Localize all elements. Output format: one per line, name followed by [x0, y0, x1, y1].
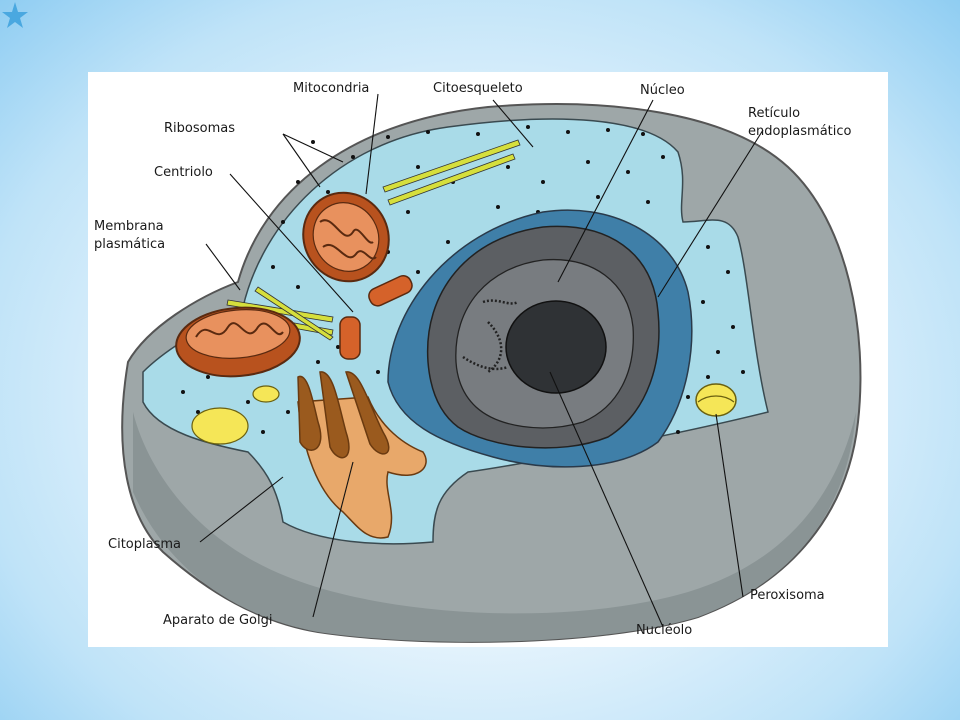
mitochondrion-lower: [175, 306, 301, 378]
label-citoesqueleto: Citoesqueleto: [433, 81, 523, 96]
label-peroxisoma: Peroxisoma: [750, 588, 825, 603]
nucleolus: [505, 300, 607, 394]
cell-diagram: Mitocondria Citoesqueleto Núcleo Retícul…: [88, 72, 888, 647]
golgi-apparatus: [297, 371, 427, 539]
leader-lines: [199, 93, 764, 628]
label-ribosomas: Ribosomas: [164, 121, 235, 136]
label-membrana-1: Membrana: [94, 219, 164, 234]
label-mitocondria: Mitocondria: [293, 81, 369, 96]
label-nucleolo: Nucléolo: [636, 623, 692, 638]
peroxisome: [695, 383, 737, 417]
label-centriolo: Centriolo: [154, 165, 213, 180]
label-reticulo-1: Retículo: [748, 106, 800, 121]
label-citoplasma: Citoplasma: [108, 537, 181, 552]
label-nucleo: Núcleo: [640, 83, 685, 98]
star-icon: [2, 2, 28, 28]
label-membrana-2: plasmática: [94, 237, 165, 252]
centriole: [339, 275, 413, 360]
label-golgi: Aparato de Golgi: [163, 613, 273, 628]
label-reticulo-2: endoplasmático: [748, 124, 852, 139]
mitochondrion-upper: [302, 191, 390, 283]
vesicles: [191, 385, 280, 445]
